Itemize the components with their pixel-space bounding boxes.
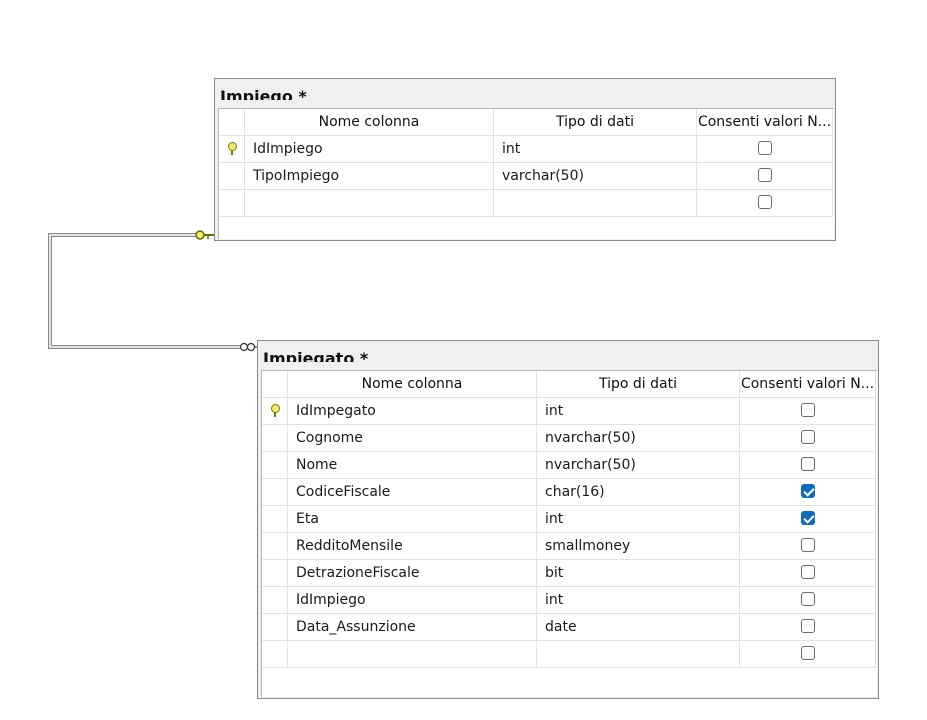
data-type-cell[interactable]: varchar(50) xyxy=(494,163,697,190)
table-row[interactable] xyxy=(219,190,833,217)
allow-nulls-cell xyxy=(740,506,876,533)
table-row[interactable] xyxy=(262,641,876,668)
column-name-cell[interactable]: Cognome xyxy=(288,425,537,452)
data-type-cell[interactable]: nvarchar(50) xyxy=(537,425,740,452)
header-allow-nulls[interactable]: Consenti valori N... xyxy=(697,109,833,136)
allow-nulls-cell xyxy=(740,641,876,668)
allow-nulls-checkbox[interactable] xyxy=(800,511,815,525)
column-name-cell[interactable]: Data_Assunzione xyxy=(288,614,537,641)
column-name-cell[interactable]: IdImpiego xyxy=(245,136,494,163)
allow-nulls-cell xyxy=(697,163,833,190)
allow-nulls-cell xyxy=(740,425,876,452)
header-data-type[interactable]: Tipo di dati xyxy=(537,371,740,398)
column-name-cell[interactable]: RedditoMensile xyxy=(288,533,537,560)
data-type-cell[interactable]: char(16) xyxy=(537,479,740,506)
data-type-cell[interactable]: int xyxy=(537,506,740,533)
allow-nulls-cell xyxy=(740,452,876,479)
data-type-cell[interactable]: date xyxy=(537,614,740,641)
allow-nulls-checkbox[interactable] xyxy=(800,619,815,633)
row-selector[interactable] xyxy=(262,506,288,533)
column-name-cell[interactable]: IdImpegato xyxy=(288,398,537,425)
header-column-name[interactable]: Nome colonna xyxy=(288,371,537,398)
allow-nulls-cell xyxy=(740,398,876,425)
column-name-cell[interactable]: IdImpiego xyxy=(288,587,537,614)
allow-nulls-checkbox[interactable] xyxy=(757,141,772,155)
row-selector[interactable] xyxy=(262,425,288,452)
data-type-cell[interactable]: smallmoney xyxy=(537,533,740,560)
data-type-cell[interactable]: int xyxy=(537,398,740,425)
column-name-cell[interactable] xyxy=(245,190,494,217)
allow-nulls-checkbox[interactable] xyxy=(800,484,815,498)
data-type-cell[interactable]: nvarchar(50) xyxy=(537,452,740,479)
allow-nulls-cell xyxy=(697,136,833,163)
allow-nulls-cell xyxy=(740,533,876,560)
header-selector-cell xyxy=(262,371,288,398)
column-name-cell[interactable]: Nome xyxy=(288,452,537,479)
row-selector[interactable] xyxy=(262,641,288,668)
allow-nulls-checkbox[interactable] xyxy=(800,403,815,417)
row-selector[interactable] xyxy=(219,163,245,190)
data-type-cell[interactable] xyxy=(494,190,697,217)
allow-nulls-cell xyxy=(740,560,876,587)
data-type-cell[interactable]: int xyxy=(537,587,740,614)
header-data-type[interactable]: Tipo di dati xyxy=(494,109,697,136)
allow-nulls-cell xyxy=(697,190,833,217)
allow-nulls-checkbox[interactable] xyxy=(800,457,815,471)
row-selector[interactable] xyxy=(219,190,245,217)
allow-nulls-cell xyxy=(740,479,876,506)
row-selector[interactable] xyxy=(262,560,288,587)
data-type-cell[interactable] xyxy=(537,641,740,668)
allow-nulls-checkbox[interactable] xyxy=(757,168,772,182)
header-column-name[interactable]: Nome colonna xyxy=(245,109,494,136)
column-name-cell[interactable]: Eta xyxy=(288,506,537,533)
allow-nulls-cell xyxy=(740,614,876,641)
allow-nulls-cell xyxy=(740,587,876,614)
row-selector[interactable] xyxy=(262,587,288,614)
row-selector[interactable] xyxy=(219,136,245,163)
table-title[interactable]: Impiegato * xyxy=(263,350,369,362)
allow-nulls-checkbox[interactable] xyxy=(800,592,815,606)
row-selector[interactable] xyxy=(262,614,288,641)
table-title[interactable]: Impiego * xyxy=(220,88,307,100)
allow-nulls-checkbox[interactable] xyxy=(800,430,815,444)
key-icon xyxy=(262,399,287,424)
key-connector-icon xyxy=(195,230,214,240)
key-icon xyxy=(219,137,244,162)
header-allow-nulls[interactable]: Consenti valori N... xyxy=(740,371,876,398)
column-name-cell[interactable]: TipoImpiego xyxy=(245,163,494,190)
data-type-cell[interactable]: int xyxy=(494,136,697,163)
column-name-cell[interactable] xyxy=(288,641,537,668)
allow-nulls-checkbox[interactable] xyxy=(800,565,815,579)
header-selector-cell xyxy=(219,109,245,136)
allow-nulls-checkbox[interactable] xyxy=(800,538,815,552)
row-selector[interactable] xyxy=(262,398,288,425)
data-type-cell[interactable]: bit xyxy=(537,560,740,587)
row-selector[interactable] xyxy=(262,533,288,560)
column-name-cell[interactable]: CodiceFiscale xyxy=(288,479,537,506)
allow-nulls-checkbox[interactable] xyxy=(800,646,815,660)
allow-nulls-checkbox[interactable] xyxy=(757,195,772,209)
column-name-cell[interactable]: DetrazioneFiscale xyxy=(288,560,537,587)
row-selector[interactable] xyxy=(262,479,288,506)
row-selector[interactable] xyxy=(262,452,288,479)
